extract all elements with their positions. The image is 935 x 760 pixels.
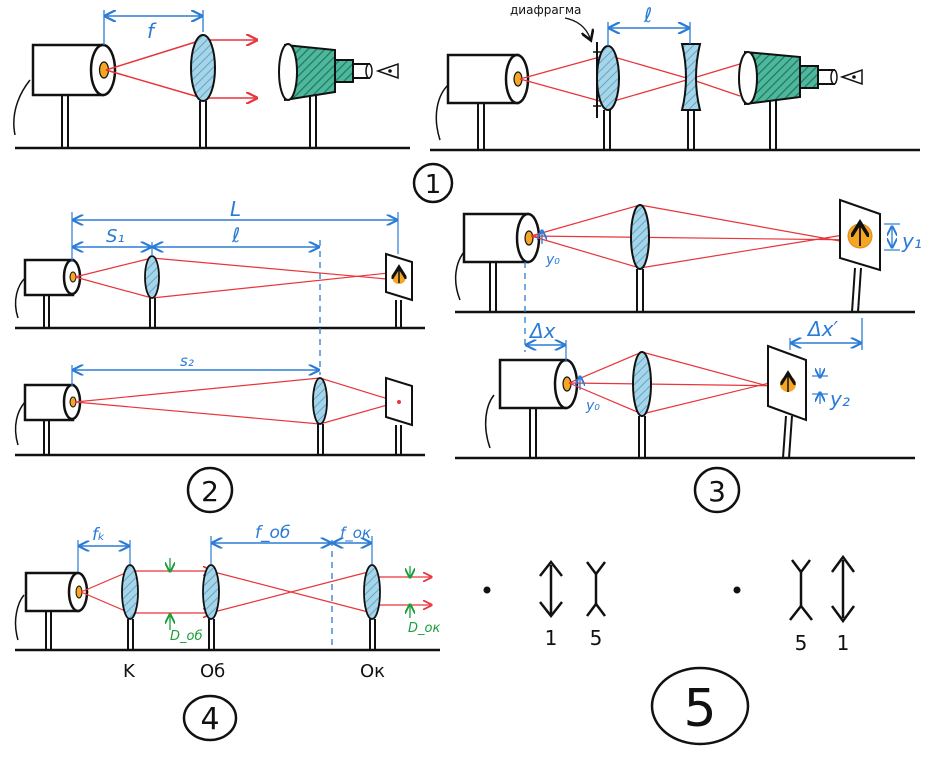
diverging-lens [680,43,702,150]
dim-y2: y₂ [829,387,850,411]
light-source [13,43,117,148]
panel4-number: 4 [182,694,238,742]
lens-ob [202,564,220,650]
left-num-5: 5 [590,626,603,650]
panel1-left: f [13,10,410,150]
y-figure-left [586,561,606,617]
lens-k [121,564,139,650]
light-source [454,212,541,312]
dim-L: L [230,197,241,221]
dim-y0-top: y₀ [545,252,560,268]
label-ok: Oк [360,661,385,682]
screen [767,344,807,459]
screen [385,376,413,455]
panel4: fₖ f_об f_ок D_об D_ок K Об Oк [14,523,440,682]
dim-l: ℓ [231,223,240,247]
panel2-number-text: 2 [201,475,219,508]
panel5-number: 5 [650,666,750,746]
light-source [484,358,579,458]
diaphragm-label: диафрагма [510,3,581,17]
lens [630,204,650,312]
dot-right [733,586,741,594]
right-num-1: 1 [837,631,850,655]
dim-fk: fₖ [92,525,105,545]
panel3-number: 3 [693,466,741,514]
dim-d-ob: D_об [170,629,202,644]
dim-dx-prime: Δx′ [806,317,839,341]
light-source [14,383,82,455]
lens [312,377,328,455]
label-k: K [123,661,136,682]
light-source [14,258,82,328]
dim-fok: f_ок [340,524,371,543]
label-ob: Об [200,661,225,682]
converging-lens [596,45,620,150]
lens-ok [363,564,381,650]
panel5-number-text: 5 [683,679,716,739]
right-num-5: 5 [795,631,808,655]
left-num-1: 1 [545,626,558,650]
arrow-object-right [830,554,856,624]
light-source [435,53,530,150]
dim-d-ok: D_ок [408,621,440,636]
dim-f-label: f [147,19,157,43]
panel1-number-text: 1 [425,170,442,200]
dim-y1: y₁ [901,229,922,253]
lens [144,255,160,328]
panel5: 1 5 5 1 [483,554,856,655]
screen [385,252,413,328]
arrow-object-left [539,559,563,619]
dim-dx: Δx [528,319,556,343]
dim-l-label: ℓ [643,3,652,27]
dim-fob: f_об [255,523,290,543]
telescope [738,50,863,150]
light-source [14,571,89,650]
lens [632,351,652,458]
y-figure-right [789,559,813,621]
dim-y0-bottom: y₀ [585,398,600,414]
dot-left [483,586,491,594]
panel1-number: 1 [412,162,454,204]
collimator-lens [190,34,216,148]
panel4-number-text: 4 [200,702,219,737]
screen [839,198,881,313]
panel3-number-text: 3 [708,475,726,508]
panel2: L S₁ ℓ s₂ [14,197,425,457]
dim-s2: s₂ [180,352,194,370]
telescope [278,43,399,148]
panel3: y₁ y₀ [454,198,922,460]
panel2-number: 2 [186,466,234,514]
dim-s1: S₁ [106,226,125,247]
panel1-right: диафрагма ℓ [430,3,920,152]
